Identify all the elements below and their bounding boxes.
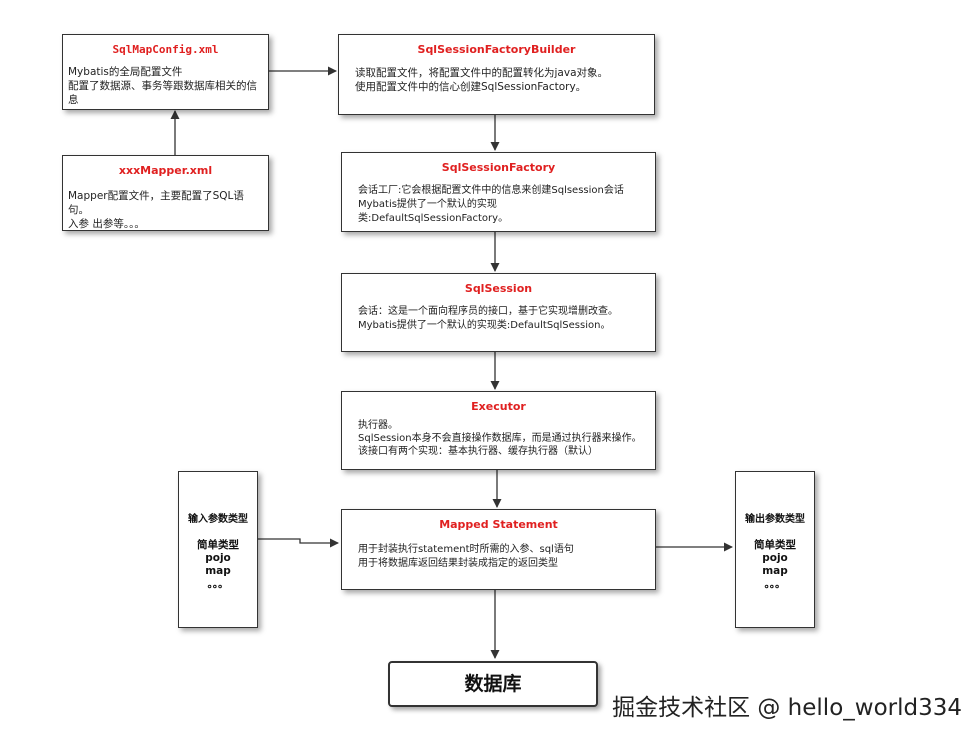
watermark: 掘金技术社区 @ hello_world334 [612, 695, 962, 721]
output-types-box: 输出参数类型 简单类型 pojo map 。。。 [735, 471, 815, 628]
executor-line-2: SqlSession本身不会直接操作数据库，而是通过执行器来操作。 [358, 433, 642, 444]
database-label: 数据库 [464, 673, 522, 695]
factory-line-2: Mybatis提供了一个默认的实现类:DefaultSqlSessionFact… [358, 199, 509, 224]
arrow-input-to-mapped [258, 538, 339, 548]
output-type-simple: 简单类型 [754, 539, 796, 551]
mapped-statement-line-1: 用于封装执行statement时所需的入参、sql语句 [358, 544, 574, 555]
session-line-1: 会话：这是一个面向程序员的接口，基于它实现增删改查。 [358, 306, 618, 317]
input-types-box: 输入参数类型 简单类型 pojo map 。。。 [178, 471, 258, 628]
sqlmapconfig-line-2: 配置了数据源、事务等跟数据库相关的信息 [68, 80, 257, 106]
input-type-etc: 。。。 [207, 578, 229, 590]
output-type-map: map [762, 565, 788, 577]
mapper-title: xxxMapper.xml [118, 164, 213, 177]
sqlmapconfig-line-1: Mybatis的全局配置文件 [68, 66, 183, 78]
executor-line-3: 该接口有两个实现：基本执行器、缓存执行器（默认） [358, 446, 598, 457]
mapper-line-1: Mapper配置文件，主要配置了SQL语句。 [68, 190, 244, 216]
output-types-title: 输出参数类型 [745, 514, 805, 525]
factory-title: SqlSessionFactory [441, 161, 556, 174]
sqlmapconfig-box: SqlMapConfig.xml Mybatis的全局配置文件 配置了数据源、事… [62, 34, 269, 110]
session-box: SqlSession 会话：这是一个面向程序员的接口，基于它实现增删改查。 My… [341, 273, 656, 352]
input-type-pojo: pojo [205, 552, 231, 564]
database-box: 数据库 [388, 661, 598, 707]
builder-line-2: 使用配置文件中的信心创建SqlSessionFactory。 [355, 81, 587, 93]
executor-line-1: 执行器。 [358, 420, 398, 431]
factory-line-1: 会话工厂:它会根据配置文件中的信息来创建Sqlsession会话 [358, 185, 624, 196]
output-type-etc: 。。。 [764, 578, 786, 590]
session-title: SqlSession [464, 282, 533, 295]
mapped-statement-box: Mapped Statement 用于封装执行statement时所需的入参、s… [341, 509, 656, 590]
output-type-pojo: pojo [762, 552, 788, 564]
input-types-title: 输入参数类型 [188, 514, 248, 525]
mapped-statement-line-2: 用于将数据库返回结果封装成指定的返回类型 [358, 558, 558, 569]
builder-line-1: 读取配置文件，将配置文件中的配置转化为java对象。 [355, 67, 608, 79]
session-line-2: Mybatis提供了一个默认的实现类:DefaultSqlSession。 [358, 320, 611, 331]
builder-title: SqlSessionFactoryBuilder [417, 43, 576, 56]
input-type-simple: 简单类型 [197, 539, 239, 551]
builder-box: SqlSessionFactoryBuilder 读取配置文件，将配置文件中的配… [338, 34, 655, 115]
mapper-line-2: 入参 出参等。。。 [68, 218, 145, 230]
factory-box: SqlSessionFactory 会话工厂:它会根据配置文件中的信息来创建Sq… [341, 152, 656, 232]
mapped-statement-title: Mapped Statement [439, 518, 558, 531]
executor-box: Executor 执行器。 SqlSession本身不会直接操作数据库，而是通过… [341, 391, 656, 470]
input-type-map: map [205, 565, 231, 577]
executor-title: Executor [471, 400, 526, 413]
sqlmapconfig-title: SqlMapConfig.xml [112, 43, 219, 56]
mapper-box: xxxMapper.xml Mapper配置文件，主要配置了SQL语句。 入参 … [62, 155, 269, 231]
